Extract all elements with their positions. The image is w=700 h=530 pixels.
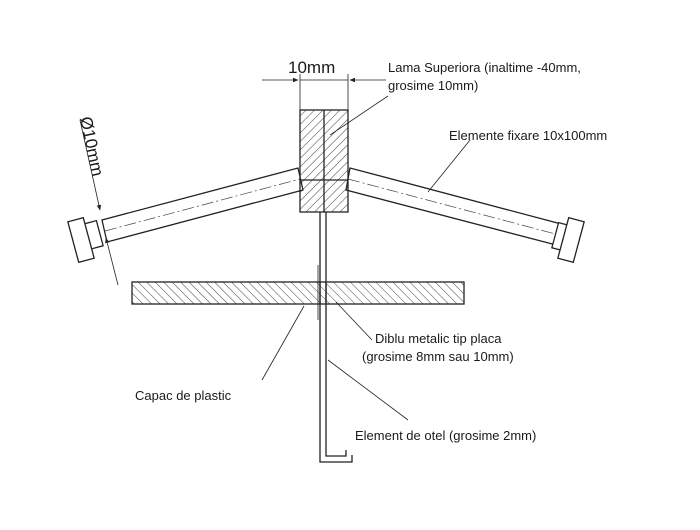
leader-lines	[261, 95, 471, 421]
upper-slat-label-line2: grosime 10mm)	[388, 78, 478, 93]
upper-slat	[299, 109, 349, 213]
steel-element	[317, 212, 353, 463]
steel-element-label: Element de otel (grosime 2mm)	[355, 428, 536, 443]
dimension-width-label: 10mm	[288, 58, 335, 77]
dowel-label-line2: (grosime 8mm sau 10mm)	[362, 349, 514, 364]
right-fixing-element	[345, 167, 585, 264]
upper-slat-label-line1: Lama Superiora (inaltime -40mm,	[388, 60, 581, 75]
metal-plate-dowel	[131, 281, 465, 305]
dimension-width: 10mm	[262, 58, 386, 110]
left-fixing-element	[67, 167, 304, 264]
plastic-cap-label: Capac de plastic	[135, 388, 232, 403]
fixing-element-label: Elemente fixare 10x100mm	[449, 128, 607, 143]
dimension-diameter-label: Ø10mm	[76, 115, 107, 178]
dowel-label-line1: Diblu metalic tip placa	[375, 331, 502, 346]
